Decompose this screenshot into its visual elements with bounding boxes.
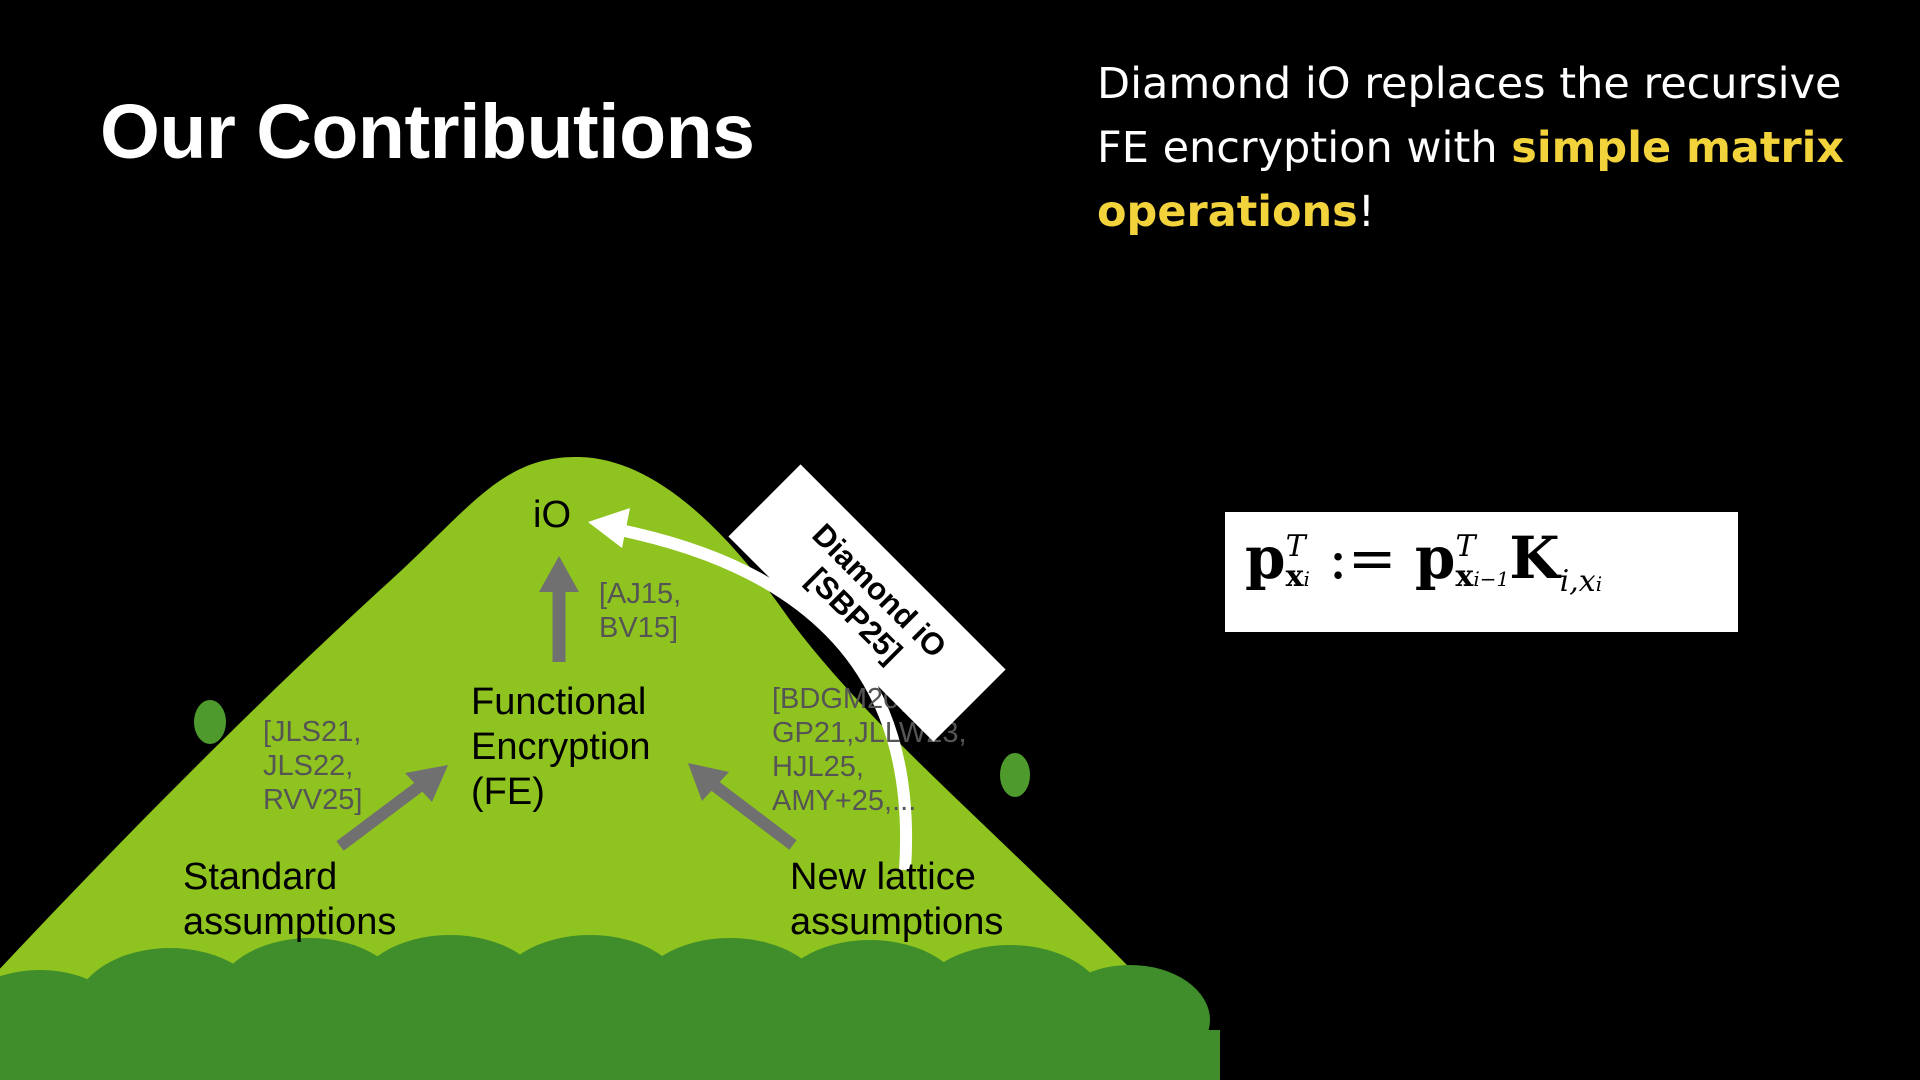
node-new-lattice-assumptions: New lattice assumptions	[790, 856, 1004, 943]
small-bush-right	[1000, 753, 1030, 797]
cite-top: [AJ15, BV15]	[599, 578, 682, 644]
bushes	[0, 935, 1220, 1080]
hill-shape	[0, 456, 1190, 1080]
cite-left: [JLS21, JLS22, RVV25]	[263, 716, 363, 816]
blurb-highlight: simple matrix operations	[1097, 123, 1845, 237]
blurb-text: Diamond iO replaces the recursive FE enc…	[1097, 59, 1842, 173]
slide-blurb: Diamond iO replaces the recursive FE enc…	[1097, 52, 1877, 244]
arrow-fe-to-io	[539, 556, 579, 662]
node-standard-assumptions: Standard assumptions	[183, 856, 397, 943]
slide-title: Our Contributions	[100, 89, 755, 175]
small-bush-left	[194, 700, 226, 744]
node-io: iO	[533, 494, 571, 536]
arrow-standard-to-fe	[336, 765, 448, 851]
arrow-lattice-to-fe	[688, 763, 797, 850]
blurb-end: !	[1357, 187, 1376, 237]
node-fe: Functional Encryption (FE)	[471, 681, 651, 813]
